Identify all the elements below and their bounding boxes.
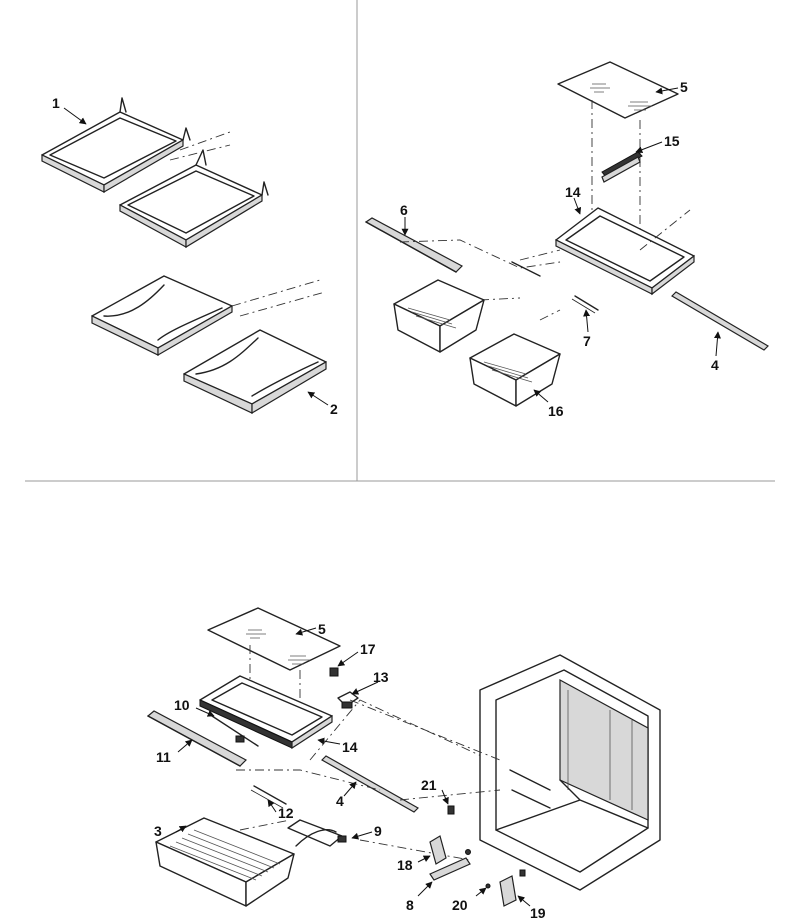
- callout-2: 2: [330, 401, 338, 417]
- callout-21: 21: [421, 777, 437, 793]
- meat-pan-3: [155, 817, 295, 907]
- refrigerator-cabinet: [479, 654, 661, 891]
- callout-9: 9: [374, 823, 382, 839]
- callout-7: 7: [583, 333, 591, 349]
- callout-4-top: 4: [711, 357, 719, 373]
- shelf-assembly-lower-1: [91, 275, 233, 357]
- glass-cover-5-bottom: [207, 607, 341, 671]
- screw-20: [465, 849, 471, 855]
- hinge-19: [485, 869, 526, 907]
- clip-21: [447, 805, 455, 815]
- rail-11: [146, 710, 247, 767]
- clip-17: [329, 667, 339, 677]
- callout-15: 15: [664, 133, 680, 149]
- callout-18: 18: [397, 857, 413, 873]
- shelf-assembly-lower-2: [183, 329, 327, 415]
- pan-frame-14: [199, 675, 333, 750]
- callout-1: 1: [52, 95, 60, 111]
- rail-6: [364, 217, 463, 273]
- callout-11: 11: [156, 749, 171, 765]
- rail-4-top: [671, 291, 769, 351]
- bracket-13: [337, 691, 359, 709]
- callout-6: 6: [400, 202, 408, 218]
- rail-4-bottom: [321, 755, 419, 813]
- callout-10: 10: [174, 697, 190, 713]
- slide-7: [571, 295, 599, 314]
- bracket-10: [211, 715, 259, 747]
- crisper-drawer-left: [393, 279, 485, 353]
- callout-8: 8: [406, 897, 414, 913]
- callout-4-bottom: 4: [336, 793, 344, 809]
- callout-5-top: 5: [680, 79, 688, 95]
- callout-3: 3: [154, 823, 162, 839]
- callout-14-bottom: 14: [342, 739, 358, 755]
- crisper-frame-14: [555, 207, 695, 296]
- callout-16: 16: [548, 403, 564, 419]
- callout-5-bottom: 5: [318, 621, 326, 637]
- glass-cover-5-top: [557, 61, 679, 119]
- crisper-drawer-16: [469, 333, 561, 407]
- callout-19: 19: [530, 905, 546, 921]
- assembly-line: [169, 131, 231, 161]
- callout-14-top: 14: [565, 184, 581, 200]
- bar-8: [429, 857, 471, 881]
- assembly-line: [231, 279, 326, 317]
- callout-17: 17: [360, 641, 376, 657]
- hinge-18: [429, 835, 447, 865]
- slide-12: [250, 785, 287, 809]
- callout-20: 20: [452, 897, 468, 913]
- bracket-15: [601, 151, 643, 183]
- shelf-assembly-upper-2: [119, 149, 269, 249]
- slide-rail-top: [511, 261, 541, 277]
- callout-13: 13: [373, 669, 389, 685]
- callout-12: 12: [278, 805, 294, 821]
- shelf-assembly-upper-1: [41, 97, 191, 194]
- handle-9: [287, 819, 347, 847]
